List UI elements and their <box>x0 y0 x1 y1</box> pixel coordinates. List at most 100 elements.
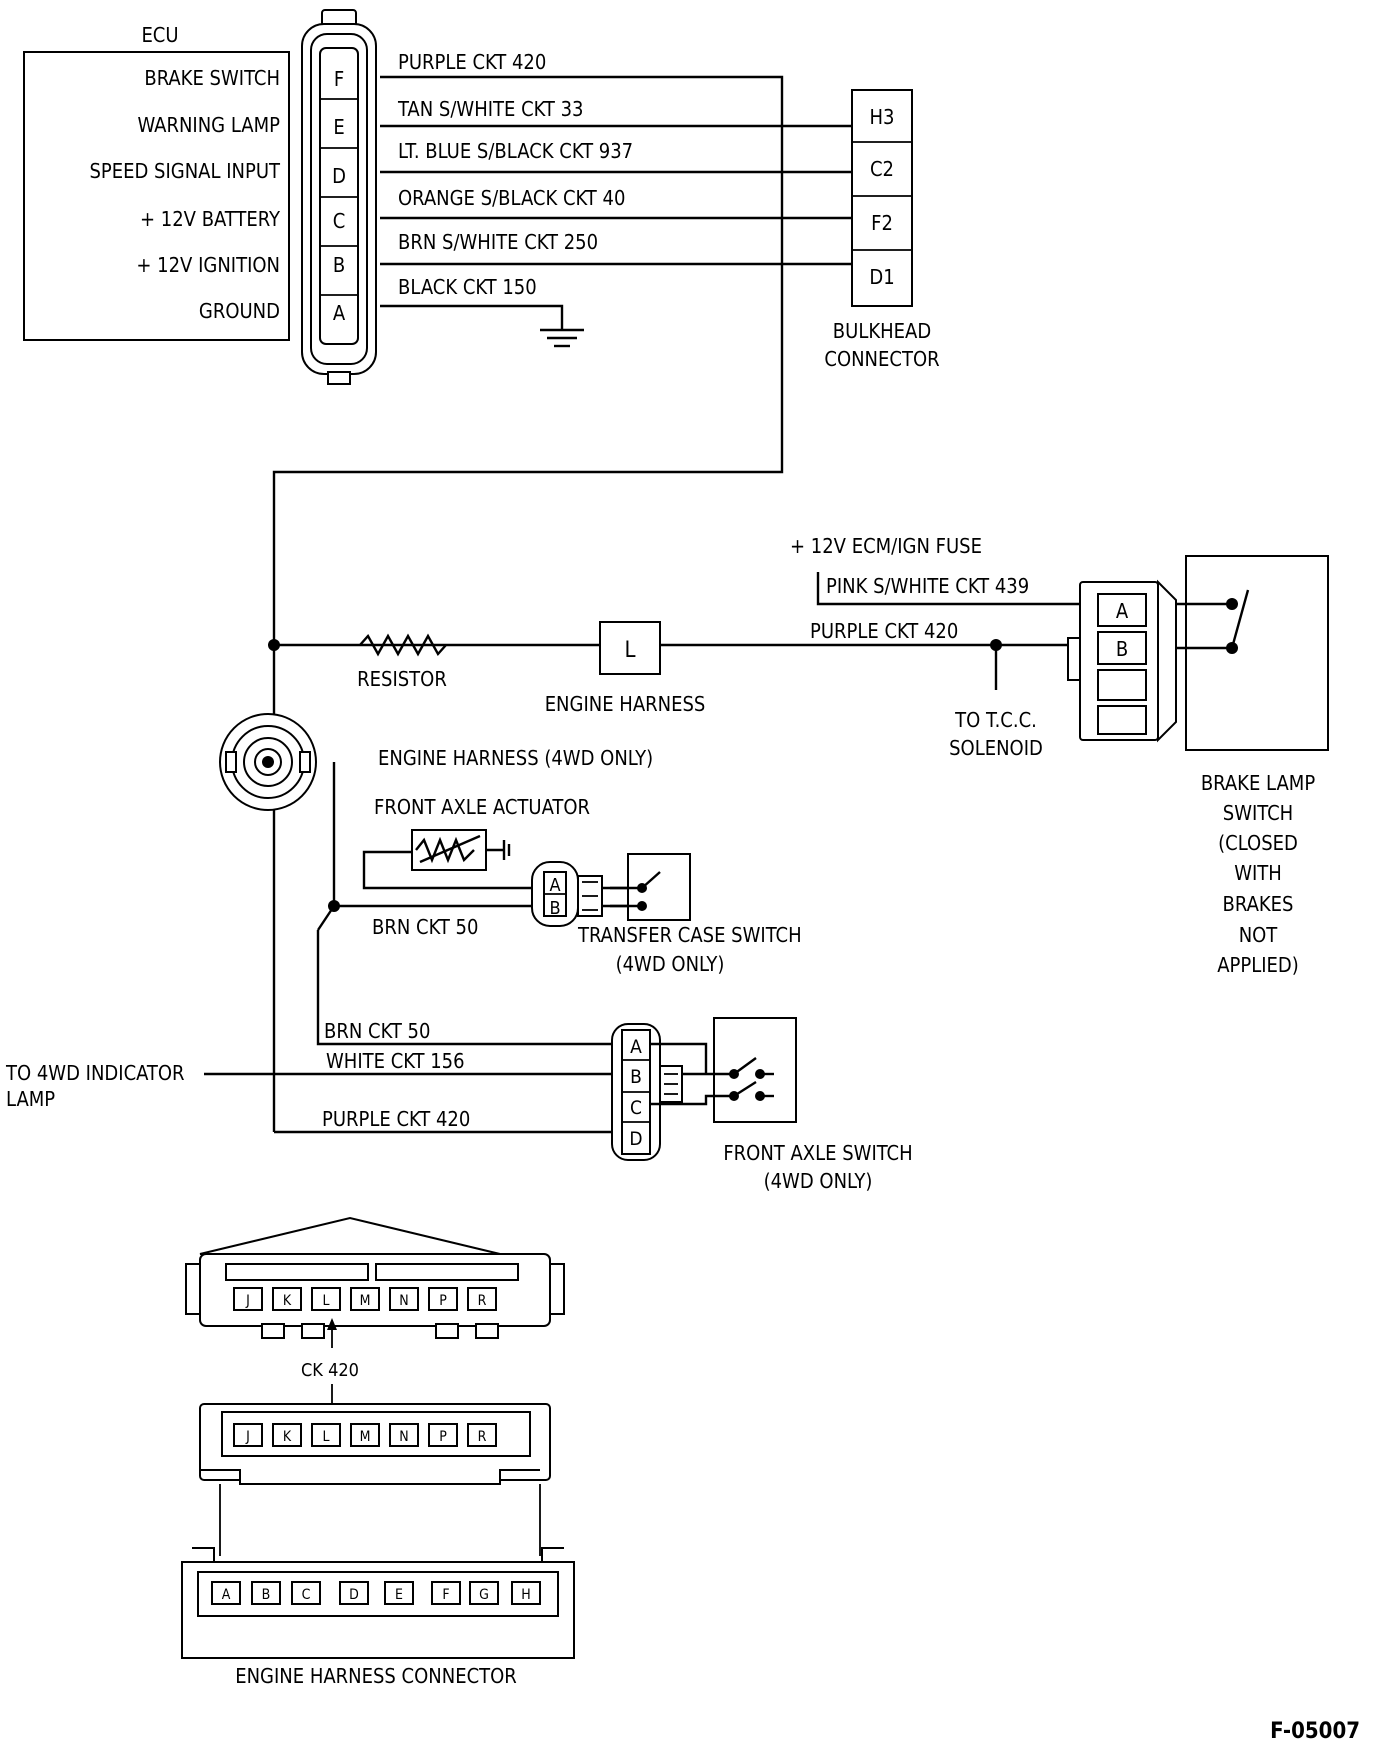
bulkhead-pin-h3: H3 <box>870 105 895 129</box>
top-pin-j: J <box>245 1293 250 1309</box>
purple-lower-label: PURPLE CKT 420 <box>322 1107 470 1131</box>
bottom-pin-a: A <box>222 1587 231 1603</box>
mid-pin-n: N <box>399 1429 408 1445</box>
ecu-func-speed-signal: SPEED SIGNAL INPUT <box>89 159 281 183</box>
top-pin-r: R <box>478 1293 487 1309</box>
brake-switch-label-6: NOT <box>1239 923 1279 947</box>
brake-lamp-switch <box>1176 555 1329 751</box>
bulkhead-label-2: CONNECTOR <box>824 347 939 371</box>
front-axle-switch-label-1: FRONT AXLE SWITCH <box>723 1141 912 1165</box>
engine-harness-label: ENGINE HARNESS <box>545 692 706 716</box>
ecu-wire-label-tan: TAN S/WHITE CKT 33 <box>397 97 584 121</box>
figure-id: F-05007 <box>1270 1719 1360 1744</box>
brake-section: + 12V ECM/IGN FUSE PINK S/WHITE CKT 439 … <box>268 534 1329 977</box>
harness-pin: L <box>624 638 635 663</box>
top-pin-n: N <box>399 1293 408 1309</box>
pink-wire-label: PINK S/WHITE CKT 439 <box>826 574 1029 598</box>
bottom-pin-e: E <box>395 1587 403 1603</box>
white-ckt-label: WHITE CKT 156 <box>326 1049 465 1073</box>
ecu: ECU BRAKE SWITCH WARNING LAMP SPEED SIGN… <box>23 23 290 341</box>
transfer-case-label-2: (4WD ONLY) <box>616 952 725 976</box>
ck-420-label: CK 420 <box>301 1360 359 1381</box>
lower-brn-label: BRN CKT 50 <box>324 1019 430 1043</box>
bottom-pin-g: G <box>479 1587 489 1603</box>
engine-harness-4wd-label: ENGINE HARNESS (4WD ONLY) <box>378 746 653 770</box>
bottom-pin-c: C <box>302 1587 311 1603</box>
brake-switch-label-7: APPLIED) <box>1217 953 1299 977</box>
tcc-label-2: SOLENOID <box>949 736 1043 760</box>
lower-section: BRN CKT 50 WHITE CKT 156 TO 4WD INDICATO… <box>5 930 913 1193</box>
brake-switch-label-3: (CLOSED <box>1218 831 1298 855</box>
wire-actuator-a <box>362 850 540 890</box>
ecu-func-battery: + 12V BATTERY <box>140 207 281 231</box>
bulkhead-pin-f2: F2 <box>871 211 893 235</box>
mid-pin-k: K <box>283 1429 292 1445</box>
ecu-pin-d: D <box>332 164 346 188</box>
bulkhead-pin-c2: C2 <box>870 157 894 181</box>
front-axle-actuator-icon <box>411 829 511 871</box>
brake-switch-label-4: WITH <box>1234 861 1282 885</box>
indicator-label-1: TO 4WD INDICATOR <box>5 1061 185 1085</box>
ecu-pin-f: F <box>334 67 344 91</box>
top-pin-m: M <box>360 1293 371 1309</box>
tcc-label-1: TO T.C.C. <box>954 708 1037 732</box>
ecu-wire-label-purple: PURPLE CKT 420 <box>398 50 546 74</box>
brake-pin-b: B <box>1116 637 1128 661</box>
wire-purple-420 <box>272 75 784 645</box>
resistor-label: RESISTOR <box>357 667 447 691</box>
front-axle-switch-label-2: (4WD ONLY) <box>764 1169 873 1193</box>
top-pin-l: L <box>322 1293 329 1309</box>
ecu-pin-b: B <box>333 253 345 277</box>
ecu-pin-e: E <box>333 115 344 139</box>
mid-pin-r: R <box>478 1429 487 1445</box>
indicator-label-2: LAMP <box>6 1087 55 1111</box>
engine-harness-connector: J K L M N P R CK 420 J K L M <box>181 1216 575 1688</box>
mid-pin-j: J <box>245 1429 250 1445</box>
bottom-pin-b: B <box>262 1587 271 1603</box>
wire-black-150 <box>380 304 564 330</box>
front-axle-connector: A B C D <box>611 1023 683 1161</box>
resistor-icon <box>359 633 447 657</box>
ecu-func-ignition: + 12V IGNITION <box>136 253 280 277</box>
top-pin-p: P <box>439 1293 447 1309</box>
bottom-pin-row: A B C D E F G H <box>211 1581 541 1605</box>
front-axle-pin-b: B <box>630 1066 642 1088</box>
front-axle-pin-a: A <box>630 1036 642 1058</box>
ecu-title: ECU <box>141 23 178 47</box>
brn-ckt-50-label: BRN CKT 50 <box>372 915 478 939</box>
bottom-pin-f: F <box>442 1587 449 1603</box>
transfer-pin-a: A <box>549 875 560 896</box>
middle-pin-row: J K L M N P R <box>233 1423 497 1447</box>
transfer-case-connector: A B <box>531 861 640 927</box>
ecu-pin-a: A <box>333 301 346 325</box>
bottom-pin-d: D <box>349 1587 359 1603</box>
ecu-pin-c: C <box>333 209 346 233</box>
engine-connector-caption: ENGINE HARNESS CONNECTOR <box>235 1664 517 1688</box>
top-pin-k: K <box>283 1293 292 1309</box>
brake-switch-label-2: SWITCH <box>1223 801 1293 825</box>
wire-brn-50-lower <box>316 930 620 1046</box>
front-axle-switch <box>650 1017 797 1123</box>
brake-connector: A B <box>1067 579 1177 743</box>
bulkhead-connector: H3 C2 F2 D1 BULKHEAD CONNECTOR <box>824 89 940 371</box>
transfer-case-label-1: TRANSFER CASE SWITCH <box>577 923 802 947</box>
transfer-pin-b: B <box>549 898 560 919</box>
ecu-connector: F E D C B A <box>301 9 377 385</box>
middle-section: RESISTOR L ENGINE HARNESS ENGINE HARNESS… <box>219 621 802 1132</box>
mid-pin-m: M <box>360 1429 371 1445</box>
ecu-func-brake-switch: BRAKE SWITCH <box>144 66 280 90</box>
brake-switch-label-1: BRAKE LAMP <box>1201 771 1316 795</box>
purple-wire-label: PURPLE CKT 420 <box>810 619 958 643</box>
front-axle-pin-d: D <box>629 1128 642 1150</box>
bottom-pin-h: H <box>521 1587 530 1603</box>
ecu-wire-label-orange: ORANGE S/BLACK CKT 40 <box>398 186 625 210</box>
ecu-wire-label-black: BLACK CKT 150 <box>398 275 537 299</box>
bulkhead-label-1: BULKHEAD <box>833 319 931 343</box>
brake-pin-a: A <box>1116 599 1129 623</box>
round-connector-icon <box>219 713 317 811</box>
ecu-wire-label-lt-blue: LT. BLUE S/BLACK CKT 937 <box>398 139 633 163</box>
ecu-func-warning-lamp: WARNING LAMP <box>137 113 280 137</box>
ecu-box <box>23 51 290 341</box>
transfer-case-switch <box>610 853 691 921</box>
